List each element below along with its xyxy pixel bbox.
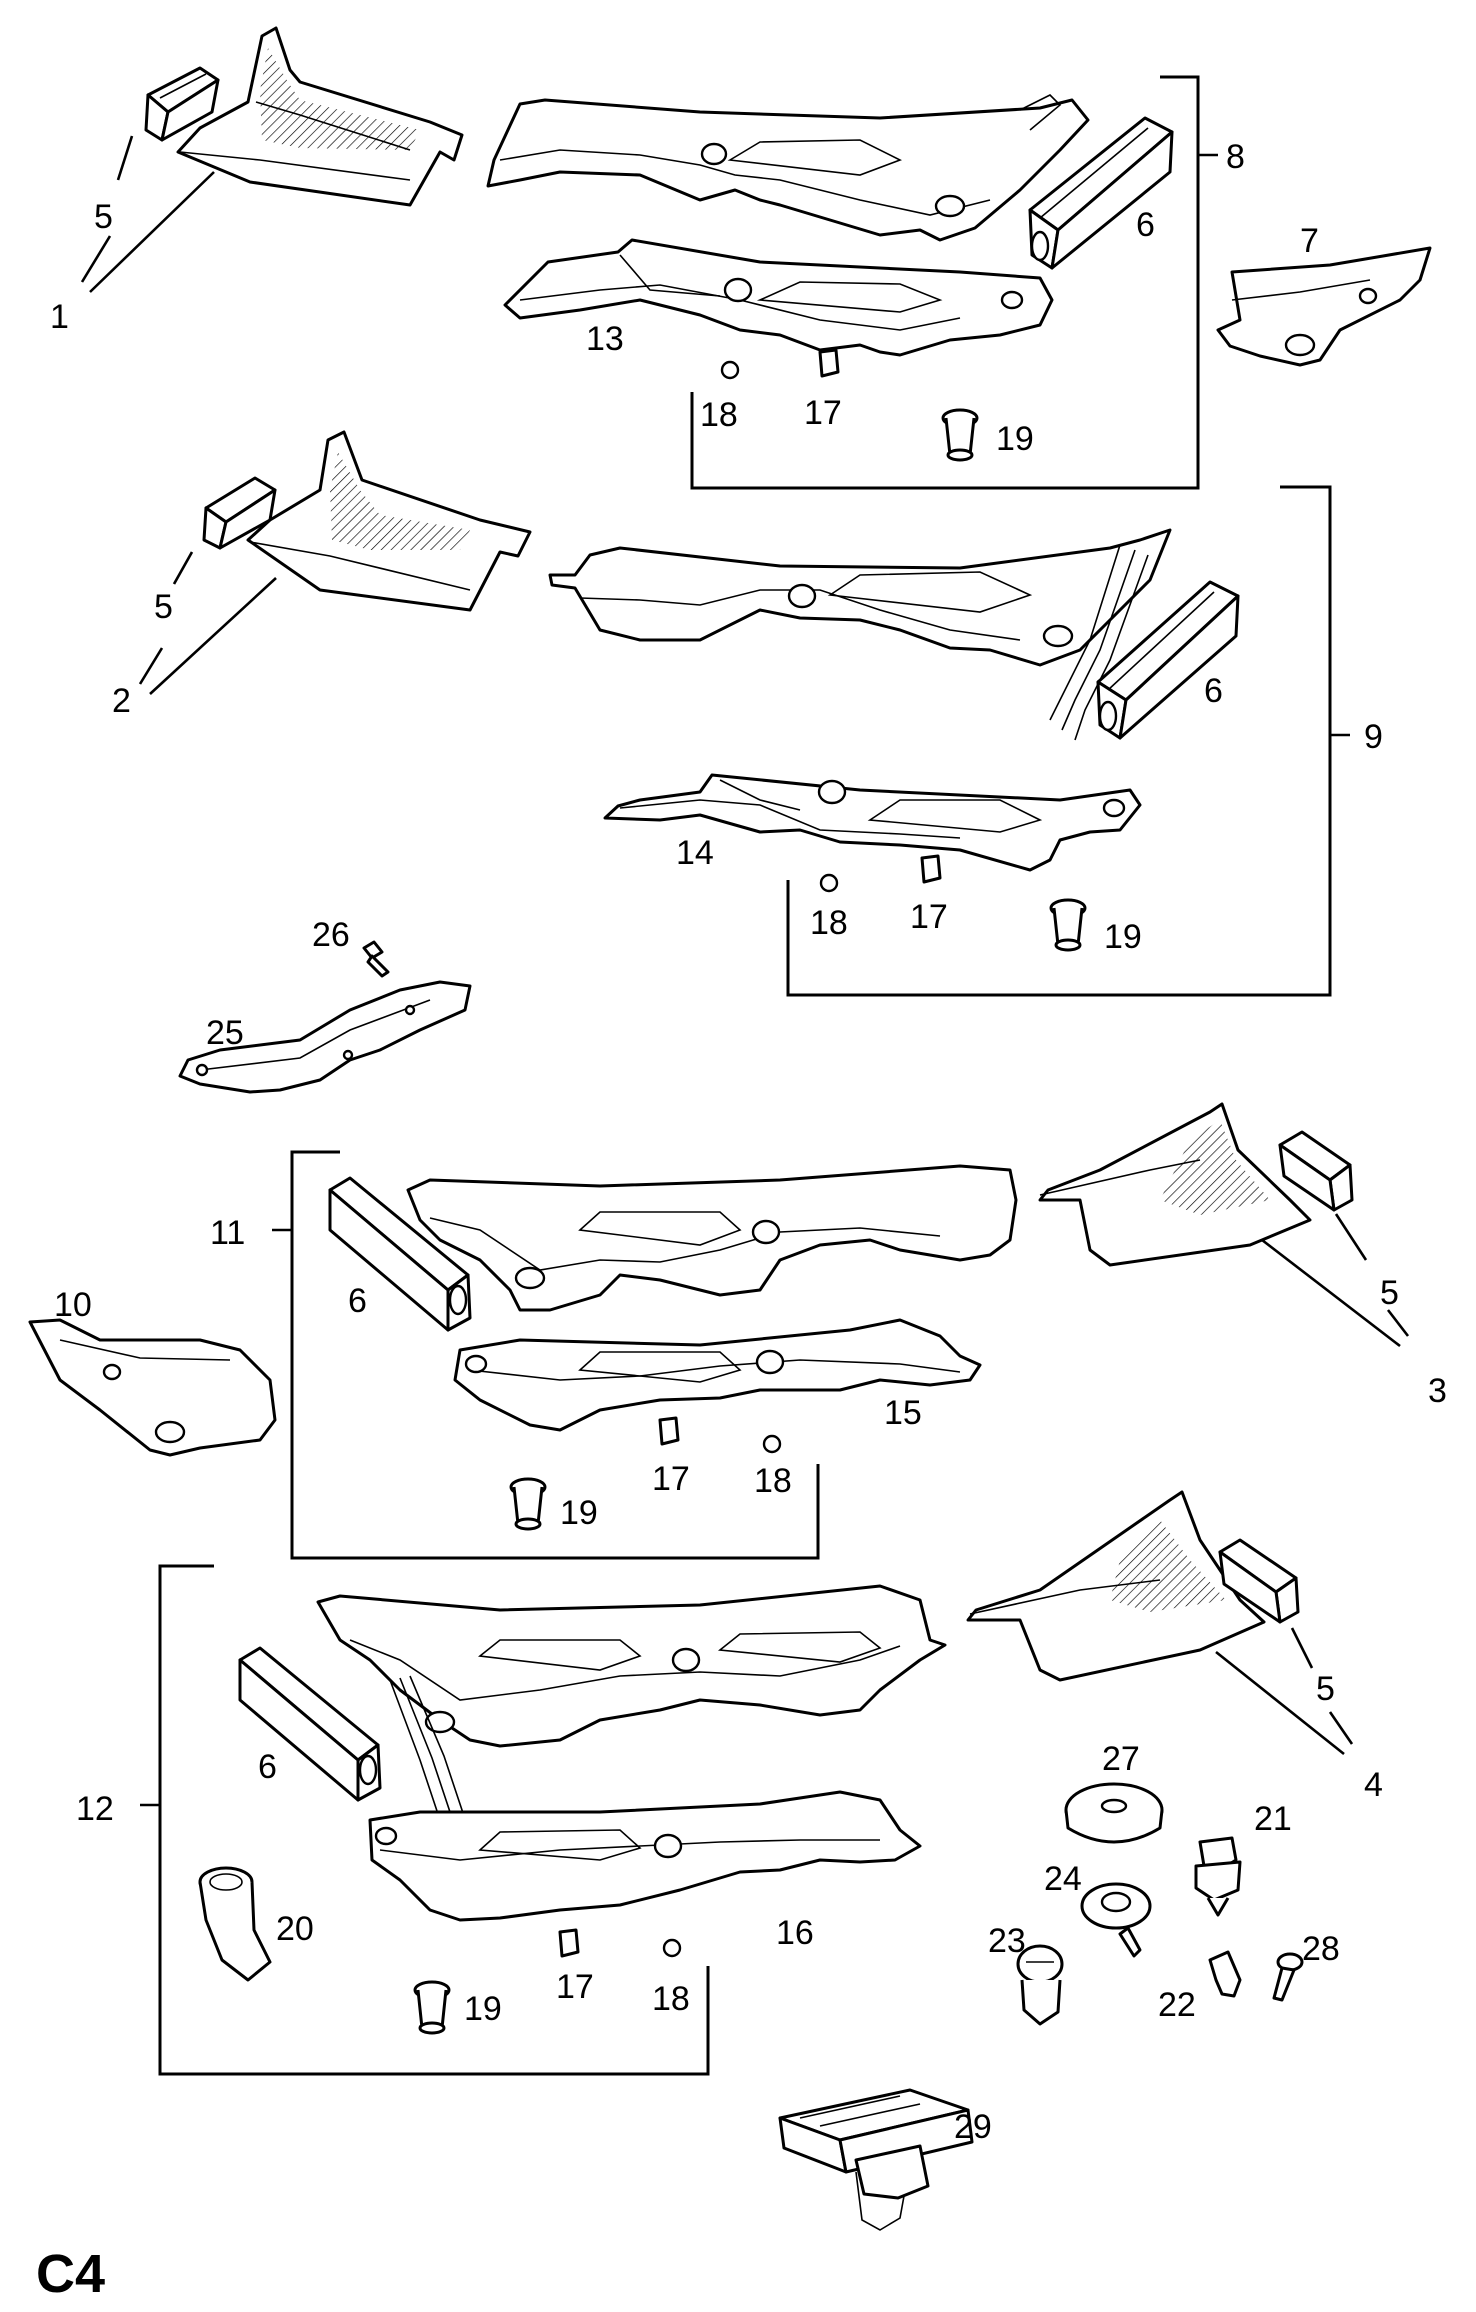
label-6-a: 6 <box>1136 206 1155 244</box>
part-1-cowl-side-panel <box>176 26 464 207</box>
part-6-seal-b <box>1096 580 1240 740</box>
label-15: 15 <box>884 1394 922 1432</box>
part-6-seal-c <box>328 1176 472 1332</box>
label-18-b: 18 <box>810 904 848 942</box>
part-17-clip-a <box>818 348 840 378</box>
label-13: 13 <box>586 320 624 358</box>
bracket-9 <box>786 485 1332 997</box>
label-6-b: 6 <box>1204 672 1223 710</box>
label-24: 24 <box>1044 1860 1082 1898</box>
part-19-grommet-a <box>941 408 979 462</box>
part-24-nut <box>1080 1882 1152 1958</box>
part-26-bolt <box>362 940 390 978</box>
label-22: 22 <box>1158 1986 1196 2024</box>
label-8: 8 <box>1226 138 1245 176</box>
label-5-d: 5 <box>1316 1670 1335 1708</box>
label-7: 7 <box>1300 222 1319 260</box>
part-18-nut-b <box>819 873 839 893</box>
part-19-grommet-b <box>1049 898 1087 952</box>
label-6-c: 6 <box>348 1282 367 1320</box>
part-12-upper-cowl <box>316 1584 947 1821</box>
label-18-d: 18 <box>652 1980 690 2018</box>
part-5-clip-b <box>202 476 277 550</box>
part-3-cowl-side-panel <box>1038 1102 1312 1267</box>
label-19-a: 19 <box>996 420 1034 458</box>
part-9-upper-cowl <box>548 528 1172 741</box>
label-1: 1 <box>50 298 69 336</box>
part-21-clip <box>1194 1836 1242 1917</box>
label-14: 14 <box>676 834 714 872</box>
part-22-clip <box>1208 1950 1242 1998</box>
label-19-b: 19 <box>1104 918 1142 956</box>
part-18-nut-c <box>762 1434 782 1454</box>
page-title: C4 <box>36 2244 105 2304</box>
part-4-cowl-side-panel <box>966 1490 1266 1682</box>
label-9: 9 <box>1364 718 1383 756</box>
part-5-clip-a <box>144 66 220 142</box>
label-17-d: 17 <box>556 1968 594 2006</box>
part-6-seal-a <box>1028 116 1174 270</box>
part-16-lower-panel <box>368 1790 922 1922</box>
label-21: 21 <box>1254 1800 1292 1838</box>
part-17-clip-c <box>658 1416 680 1446</box>
part-19-grommet-c <box>509 1477 547 1531</box>
part-18-nut-a <box>720 360 740 380</box>
label-19-c: 19 <box>560 1494 598 1532</box>
label-2: 2 <box>112 682 131 720</box>
label-18-a: 18 <box>700 396 738 434</box>
part-20-duct <box>198 1866 272 1982</box>
label-19-d: 19 <box>464 1990 502 2028</box>
part-8-upper-cowl <box>486 94 1090 242</box>
label-3: 3 <box>1428 1372 1447 1410</box>
part-13-lower-panel <box>503 238 1054 357</box>
label-23: 23 <box>988 1922 1026 1960</box>
label-5-c: 5 <box>1380 1274 1399 1312</box>
label-5-b: 5 <box>154 588 173 626</box>
part-15-lower-panel <box>453 1318 982 1432</box>
part-11-upper-cowl <box>406 1164 1018 1312</box>
label-25: 25 <box>206 1014 244 1052</box>
bracket-8 <box>690 75 1200 490</box>
label-20: 20 <box>276 1910 314 1948</box>
label-12: 12 <box>76 1790 114 1828</box>
label-17-b: 17 <box>910 898 948 936</box>
label-26: 26 <box>312 916 350 954</box>
part-10-cowl-end <box>28 1318 277 1457</box>
part-25-bracket <box>178 980 472 1094</box>
part-7-cowl-end <box>1216 246 1432 367</box>
part-27-plug <box>1064 1782 1164 1844</box>
part-14-lower-panel <box>603 773 1142 872</box>
label-16: 16 <box>776 1914 814 1952</box>
part-17-clip-d <box>558 1928 580 1958</box>
part-28-screw <box>1272 1952 1304 2002</box>
part-6-seal-d <box>238 1646 382 1802</box>
part-18-nut-d <box>662 1938 682 1958</box>
part-23-fastener <box>1016 1944 1064 2026</box>
label-28: 28 <box>1302 1930 1340 1968</box>
part-29-retainer <box>778 2088 974 2231</box>
part-19-grommet-d <box>413 1980 451 2035</box>
label-10: 10 <box>54 1286 92 1324</box>
label-5-a: 5 <box>94 198 113 236</box>
label-29: 29 <box>954 2108 992 2146</box>
part-5-clip-d <box>1218 1538 1300 1624</box>
bracket-12 <box>158 1564 710 2076</box>
bracket-11 <box>290 1150 820 1560</box>
part-5-clip-c <box>1278 1130 1354 1212</box>
label-11: 11 <box>210 1214 245 1252</box>
part-17-clip-b <box>920 854 942 884</box>
label-27: 27 <box>1102 1740 1140 1778</box>
label-4: 4 <box>1364 1766 1383 1804</box>
label-17-c: 17 <box>652 1460 690 1498</box>
label-6-d: 6 <box>258 1748 277 1786</box>
label-18-c: 18 <box>754 1462 792 1500</box>
part-2-cowl-side-panel <box>246 430 532 612</box>
label-17-a: 17 <box>804 394 842 432</box>
